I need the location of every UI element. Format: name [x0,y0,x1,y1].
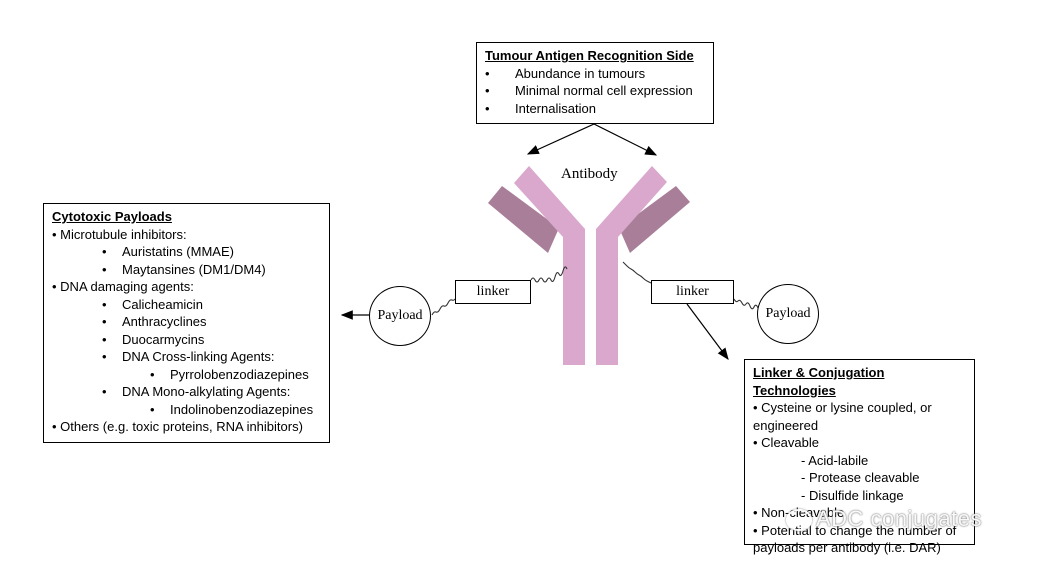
antibody-label: Antibody [561,166,618,182]
payload-line: Auristatins (MMAE) [122,244,234,259]
left-payload-label: Payload [377,308,423,323]
antibody-right-heavy-chain [596,166,667,365]
bullet: • [485,83,490,98]
right-payload-circle: Payload [757,284,819,344]
right-payload-label: Payload [765,306,811,321]
bullet: • [150,401,155,417]
arrow-to-left-fab [526,123,595,155]
payload-line: • Microtubule inhibitors: [52,226,187,242]
tumour-item: Minimal normal cell expression [515,83,693,98]
right-payload-wave [733,298,759,310]
payload-line: Indolinobenzodiazepines [170,401,314,417]
bullet: • [102,331,107,347]
bullet: • [102,349,107,364]
watermark: ADC conjugates [786,506,982,532]
wechat-icon [786,509,812,532]
arrow-to-right-fab [593,123,658,156]
payload-line: Anthracyclines [122,314,207,329]
linker-line: - Protease cleavable [801,470,920,485]
bullet: • [485,100,490,116]
bullet: • [150,366,155,382]
right-linker-box: linker [651,280,734,304]
antibody-left-heavy-chain [514,166,585,365]
tumour-antigen-box: Tumour Antigen Recognition Side • Abundan… [476,42,714,124]
linker-line: • Cysteine or lysine coupled, or [753,400,932,415]
antibody-right-light-chain [619,186,690,253]
bullet: • [102,244,107,259]
right-linker-wave [622,261,652,284]
left-payload-wave [431,297,457,316]
antibody-left-light-chain [488,186,559,253]
bullet: • [102,261,107,277]
payload-line: • Others (e.g. toxic proteins, RNA inhib… [52,419,303,434]
tumour-item: Internalisation [515,100,596,116]
linker-line: • Cleavable [753,435,819,450]
bullet: • [485,65,490,81]
arrow-to-linker-box [686,303,729,360]
linker-conjugation-box: Linker & Conjugation Technologies • Cyst… [744,359,975,555]
left-linker-wave [530,266,568,283]
left-payload-circle: Payload [369,286,431,346]
payload-line: DNA Mono-alkylating Agents: [122,384,291,399]
linker-line: - Acid-labile [801,452,869,468]
payload-line: Maytansines (DM1/DM4) [122,261,266,277]
bullet: • [102,296,107,312]
payload-line: Duocarmycins [122,331,205,347]
linker-line: payloads per antibody (i.e. DAR) [753,540,941,555]
bullet: • [102,384,107,399]
tumour-box-title: Tumour Antigen Recognition Side [485,48,694,63]
linker-box-title: Linker & Conjugation Technologies [753,365,885,398]
payload-line: Pyrrolobenzodiazepines [170,366,309,382]
left-linker-box: linker [455,280,531,304]
payload-line: Calicheamicin [122,296,203,312]
tumour-item: Abundance in tumours [515,65,646,81]
cytotoxic-payloads-box: Cytotoxic Payloads • Microtubule inhibit… [43,203,330,443]
linker-line: engineered [753,417,819,433]
linker-line: - Disulfide linkage [801,487,904,503]
bullet: • [102,314,107,329]
watermark-text: ADC conjugates [816,506,982,531]
payload-line: • DNA damaging agents: [52,279,194,294]
payloads-box-title: Cytotoxic Payloads [52,209,172,224]
payload-line: DNA Cross-linking Agents: [122,349,275,364]
